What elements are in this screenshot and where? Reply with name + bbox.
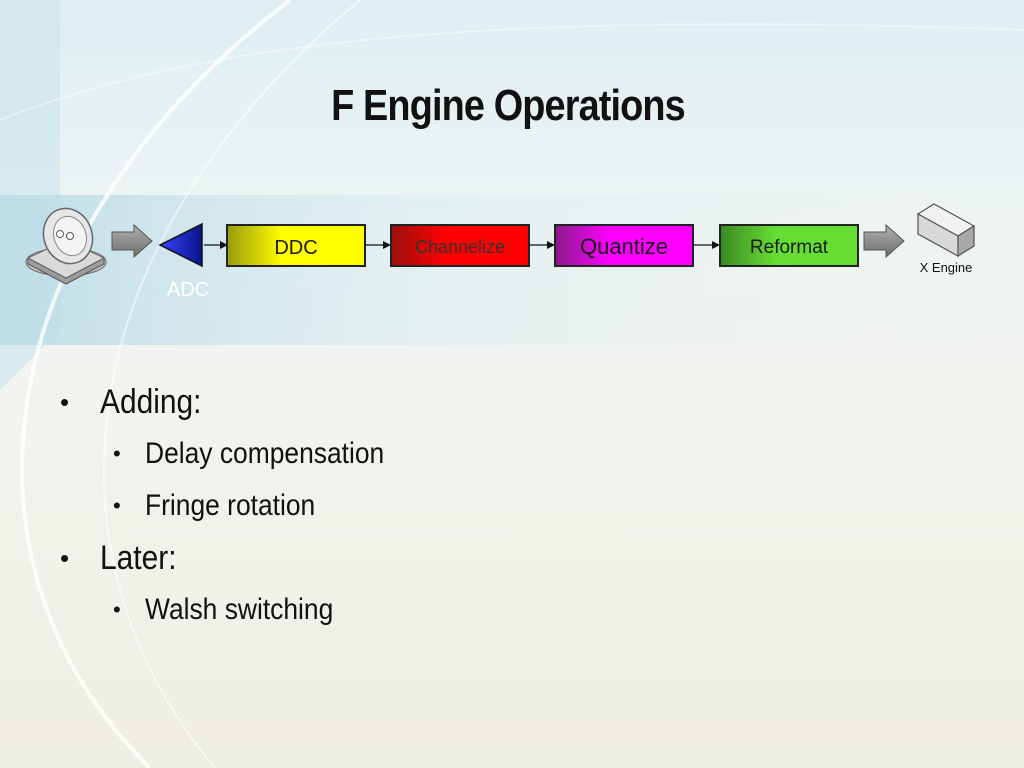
ddc-block: DDC [226, 224, 366, 267]
bullet-list: • Adding: • Delay compensation • Fringe … [56, 376, 756, 636]
reformat-block: Reformat [719, 224, 859, 267]
bullet-dot: • [113, 493, 121, 518]
channelize-label: Channelize [415, 237, 505, 257]
bullet-dot: • [60, 543, 70, 573]
x-engine-label: X Engine [920, 260, 973, 275]
bullet-item: • Adding: [56, 376, 756, 428]
flow-arrow [863, 223, 905, 259]
satellite-dish-icon [25, 207, 107, 285]
server-box-icon [916, 203, 976, 258]
bullet-dot: • [113, 441, 121, 466]
bullet-text: Delay compensation [145, 437, 385, 470]
bullet-dot: • [113, 597, 121, 622]
sub-bullet-item: • Walsh switching [56, 584, 756, 636]
flow-arrow [111, 223, 153, 259]
channelize-block: Channelize [390, 224, 530, 267]
bullet-text: Later: [100, 539, 177, 577]
bullet-item: • Later: [56, 532, 756, 584]
reformat-label: Reformat [750, 237, 829, 258]
quantize-label: Quantize [580, 234, 668, 259]
page-title: F Engine Operations [331, 81, 686, 131]
signal-chain-diagram: ADC DDC Channelize Quantize Reformat X E… [25, 203, 976, 301]
ddc-label: DDC [274, 237, 317, 259]
bullet-text: Fringe rotation [145, 489, 316, 522]
sub-bullet-item: • Fringe rotation [56, 480, 756, 532]
bullet-text: Walsh switching [145, 593, 334, 626]
adc-triangle-icon [158, 222, 203, 268]
bullet-text: Adding: [100, 383, 202, 421]
quantize-block: Quantize [554, 224, 694, 267]
adc-label: ADC [167, 279, 209, 301]
sub-bullet-item: • Delay compensation [56, 428, 756, 480]
bullet-dot: • [60, 387, 70, 417]
